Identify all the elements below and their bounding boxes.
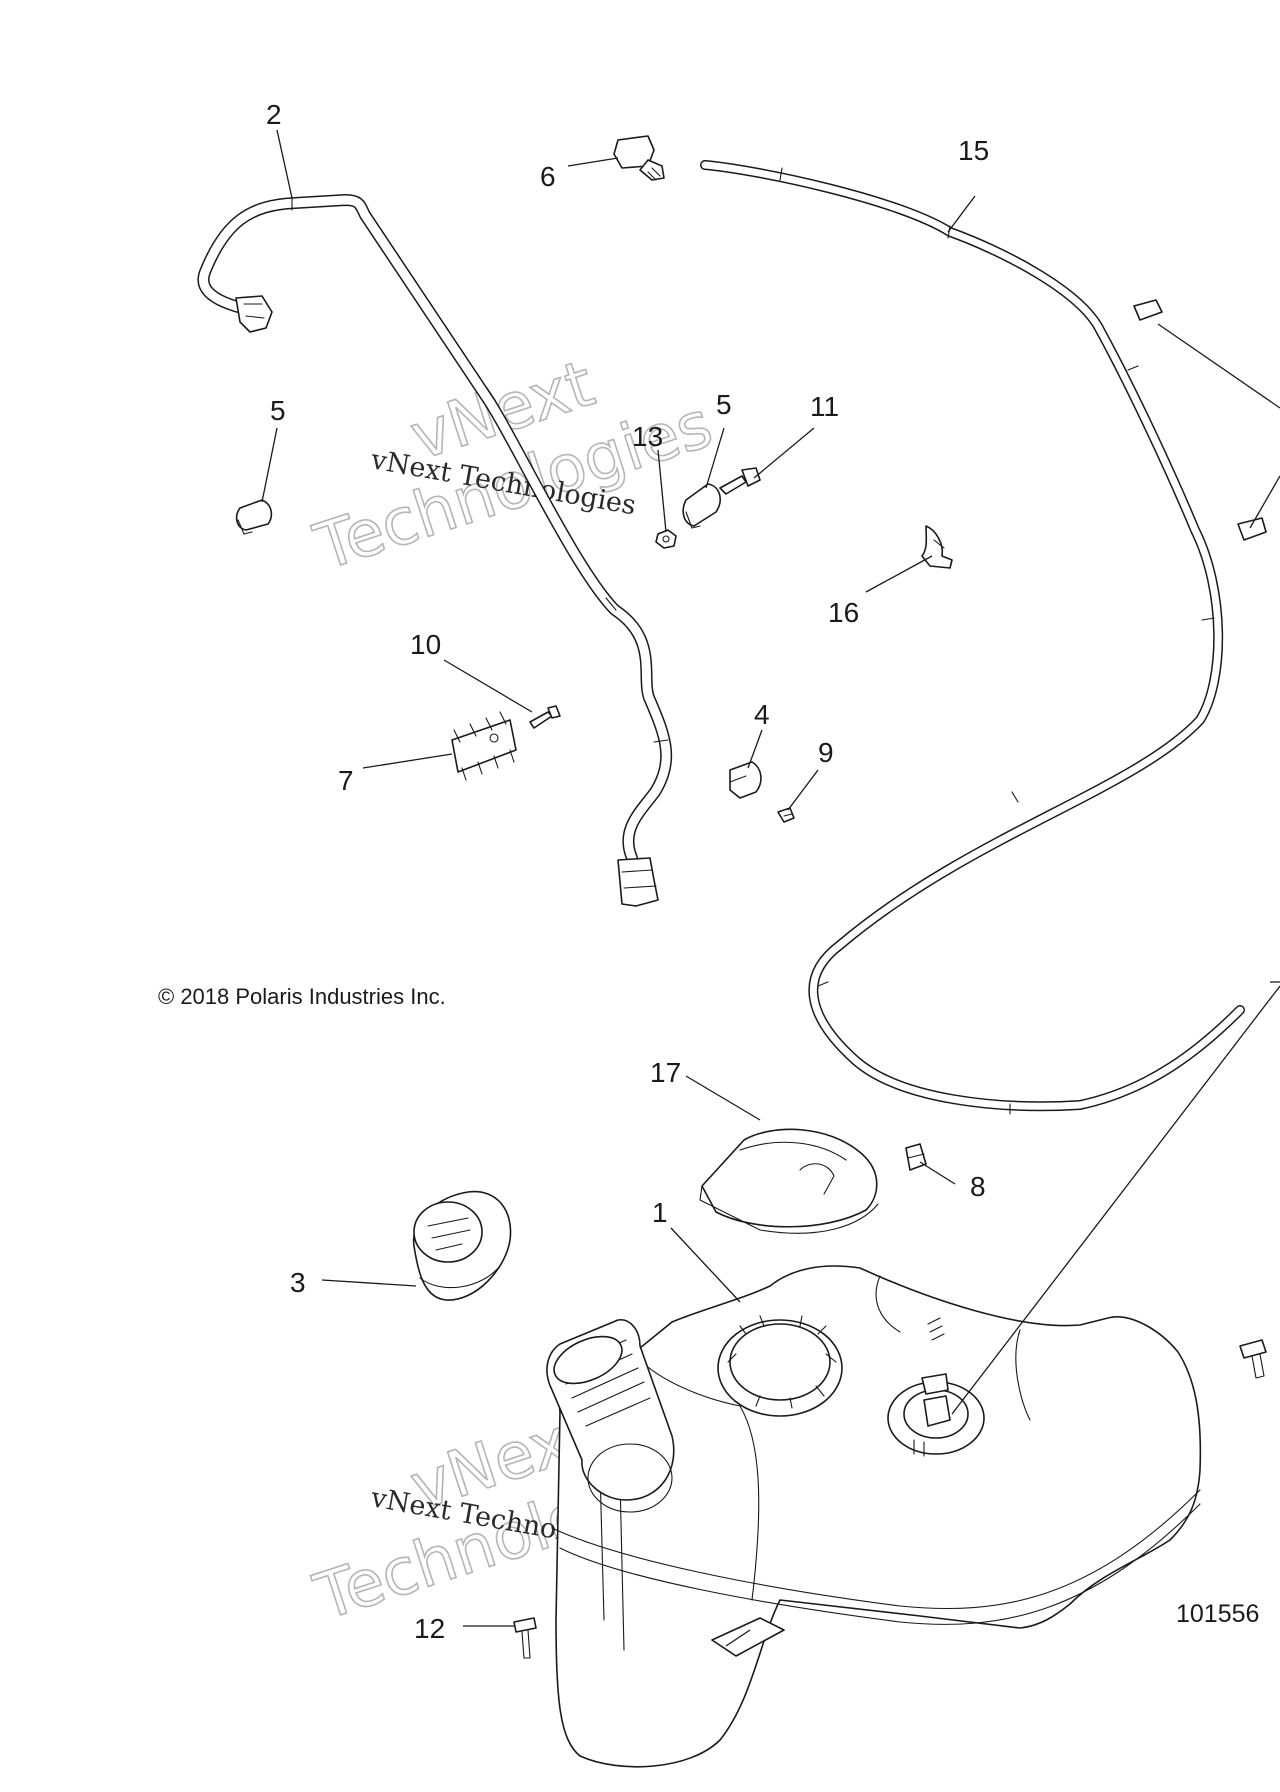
label-part-1: 1 [652, 1197, 668, 1228]
label-part-5-left: 5 [270, 395, 286, 426]
clip-part-16 [921, 525, 953, 569]
clamp-part-4 [729, 761, 762, 799]
gas-cap-part-3 [412, 1190, 512, 1301]
label-part-6: 6 [540, 161, 556, 192]
watermark-top: vNext Technologies vNext Technologies [305, 346, 721, 586]
label-part-7: 7 [338, 765, 354, 796]
label-part-16: 16 [828, 597, 859, 628]
label-part-15: 15 [958, 135, 989, 166]
fuel-line-part-2 [197, 194, 673, 907]
label-part-8: 8 [970, 1171, 986, 1202]
tank-cover-part-17 [699, 1128, 879, 1234]
pin-part-10 [529, 705, 561, 729]
figure-number: 101556 [1176, 1600, 1259, 1628]
screw-part-12 [513, 1617, 537, 1659]
bracket-part-7 [451, 711, 517, 781]
label-part-10: 10 [410, 629, 441, 660]
clamp-part-5-left [235, 499, 273, 535]
label-part-13: 13 [632, 421, 663, 452]
clip-part-8 [905, 1143, 927, 1171]
screw-part-9 [777, 807, 795, 823]
copyright-notice: © 2018 Polaris Industries Inc. [158, 984, 446, 1009]
label-part-11: 11 [810, 391, 839, 422]
bolt-part-11 [719, 467, 761, 495]
label-part-2: 2 [266, 99, 282, 130]
label-part-5-right: 5 [716, 389, 732, 420]
label-part-9: 9 [818, 737, 834, 768]
leader-lines [261, 129, 1280, 1647]
label-part-4: 4 [754, 699, 770, 730]
callout-labels: 2 6 15 5 13 5 11 16 10 7 4 9 17 8 1 3 12 [266, 99, 989, 1644]
label-part-3: 3 [290, 1267, 306, 1298]
clip-right-edge [1133, 299, 1267, 541]
nut-part-13 [655, 529, 677, 549]
fuel-tank-part-1 [546, 1265, 1267, 1768]
clamp-part-5-right [682, 483, 721, 529]
connector-part-6 [613, 135, 665, 181]
label-part-17: 17 [650, 1057, 681, 1088]
label-part-12: 12 [414, 1613, 445, 1644]
vent-hose-part-15 [700, 160, 1245, 1115]
